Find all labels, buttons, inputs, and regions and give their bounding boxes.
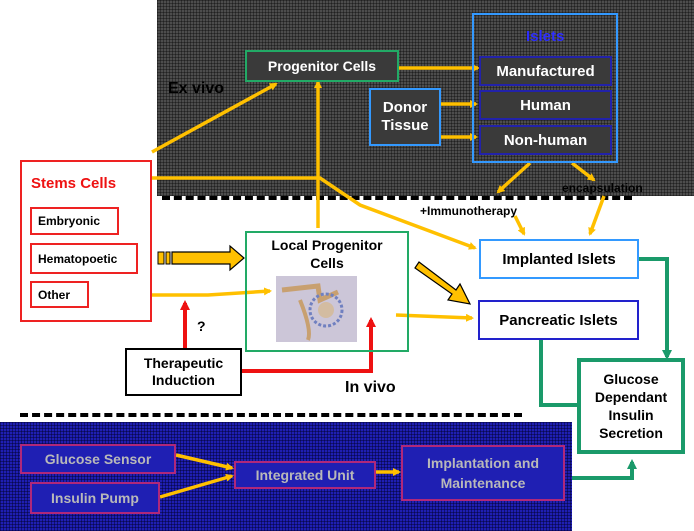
local-line-2: Cells bbox=[310, 255, 344, 271]
arrow-islets-to-encap bbox=[570, 161, 596, 182]
implant-line-2: Maintenance bbox=[440, 475, 526, 491]
question-label: ? bbox=[197, 318, 206, 334]
islets-title: Islets bbox=[526, 28, 565, 45]
induction-line-2: Induction bbox=[152, 372, 215, 388]
induction-line-1: Therapeutic bbox=[143, 355, 224, 371]
integrated-unit-box: Integrated Unit bbox=[234, 461, 376, 489]
human-box: Human bbox=[479, 90, 612, 120]
fat-arrow-to-local bbox=[157, 244, 245, 272]
in-vivo-label: In vivo bbox=[345, 379, 396, 396]
glucose-line-1: Glucose bbox=[603, 371, 659, 387]
islets-group bbox=[472, 13, 618, 163]
implanted-islets-box: Implanted Islets bbox=[479, 239, 639, 279]
arrow-pancreatic-to-glucose bbox=[539, 335, 589, 410]
divider-top bbox=[162, 196, 632, 200]
progenitor-cells-box: Progenitor Cells bbox=[245, 50, 399, 82]
other-box: Other bbox=[30, 281, 89, 308]
arrow-stem-to-implanted bbox=[152, 176, 477, 250]
arrow-implanted-to-glucose bbox=[639, 257, 672, 360]
arrow-immuno-to-implanted bbox=[513, 215, 526, 236]
encapsulation-label: encapsulation bbox=[562, 181, 643, 195]
arrow-stem-to-progenitor bbox=[151, 82, 278, 154]
ex-vivo-label: Ex vivo bbox=[168, 80, 225, 97]
arrow-implant-to-glucose bbox=[572, 459, 637, 480]
arrow-islets-to-immuno bbox=[496, 161, 532, 194]
insulin-pump-box: Insulin Pump bbox=[30, 482, 160, 514]
manufactured-box: Manufactured bbox=[479, 56, 612, 86]
pancreatic-islets-box: Pancreatic Islets bbox=[478, 300, 639, 340]
local-progenitor-label: Local Progenitor Cells bbox=[246, 236, 408, 272]
islet-tissue-image bbox=[276, 276, 357, 342]
donor-tissue-box: Donor Tissue bbox=[369, 88, 441, 146]
glucose-sensor-box: Glucose Sensor bbox=[20, 444, 176, 474]
arrow-stem-to-local bbox=[152, 287, 272, 297]
glucose-secretion-box: Glucose Dependant Insulin Secretion bbox=[577, 358, 685, 454]
fat-arrow-to-pancreatic bbox=[414, 261, 472, 305]
glucose-line-4: Secretion bbox=[599, 425, 663, 441]
local-line-1: Local Progenitor bbox=[271, 237, 383, 253]
embryonic-box: Embryonic bbox=[30, 207, 119, 235]
arrow-encap-to-implanted bbox=[588, 195, 606, 236]
non-human-box: Non-human bbox=[479, 125, 612, 155]
therapeutic-induction-box: Therapeutic Induction bbox=[125, 348, 242, 396]
donor-line-1: Donor bbox=[382, 99, 428, 116]
divider-bottom bbox=[20, 413, 522, 417]
arrow-induction-to-local bbox=[242, 317, 376, 373]
glucose-line-2: Dependant bbox=[594, 389, 668, 405]
arrow-sensor-to-unit bbox=[175, 453, 234, 471]
immunotherapy-label: +Immunotherapy bbox=[420, 204, 518, 218]
arrow-pump-to-unit bbox=[159, 473, 234, 499]
stem-cells-title: Stems Cells bbox=[31, 175, 117, 192]
local-progenitor-box bbox=[245, 231, 409, 352]
implant-line-1: Implantation and bbox=[427, 455, 539, 471]
hematopoetic-box: Hematopoetic bbox=[30, 243, 138, 274]
glucose-line-3: Insulin bbox=[608, 407, 654, 423]
donor-line-2: Tissue bbox=[381, 117, 429, 134]
implantation-box: Implantation and Maintenance bbox=[401, 445, 565, 501]
